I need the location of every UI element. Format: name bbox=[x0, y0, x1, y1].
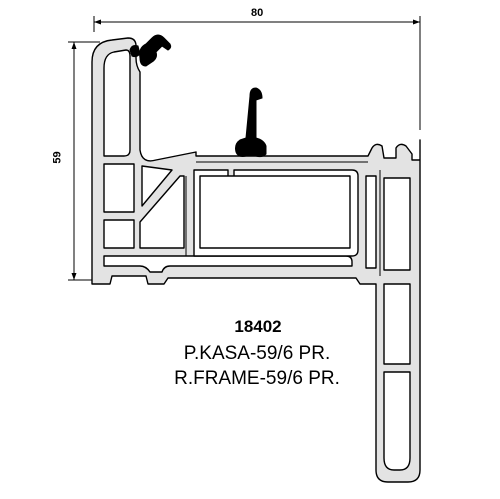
height-dimension bbox=[68, 41, 100, 281]
chamber-diagonal-lower bbox=[139, 175, 185, 249]
chamber-center-inner bbox=[199, 175, 351, 249]
chamber-right-upper-b bbox=[383, 177, 411, 271]
frame-profile bbox=[91, 37, 421, 483]
chamber-right-upper-a bbox=[365, 175, 377, 269]
chamber-left-upper bbox=[103, 49, 131, 157]
chamber-left-bottom bbox=[103, 219, 135, 249]
product-name-line-1: P.KASA-59/6 PR. bbox=[183, 343, 331, 364]
chamber-leg-1 bbox=[383, 283, 411, 365]
gaskets bbox=[129, 34, 267, 158]
chamber-left-lower bbox=[103, 163, 135, 213]
height-arrow-bottom bbox=[71, 273, 77, 280]
product-code: 18402 bbox=[234, 317, 282, 336]
profile-inner-details bbox=[185, 161, 381, 276]
height-arrow-top bbox=[71, 42, 77, 49]
top-gasket-icon bbox=[139, 34, 172, 67]
top-gasket-lip bbox=[129, 45, 141, 58]
width-dimension-label: 80 bbox=[251, 7, 264, 19]
product-name-line-2: R.FRAME-59/6 PR. bbox=[174, 368, 340, 389]
center-gasket-icon bbox=[235, 87, 267, 158]
chamber-leg-2 bbox=[383, 371, 411, 471]
width-arrow-right bbox=[413, 19, 420, 25]
width-dimension bbox=[93, 16, 421, 130]
height-dimension-label: 59 bbox=[51, 151, 64, 164]
chamber-bottom-channel bbox=[103, 255, 353, 273]
width-arrow-left bbox=[94, 19, 101, 25]
chamber-diagonal-upper bbox=[141, 165, 173, 207]
